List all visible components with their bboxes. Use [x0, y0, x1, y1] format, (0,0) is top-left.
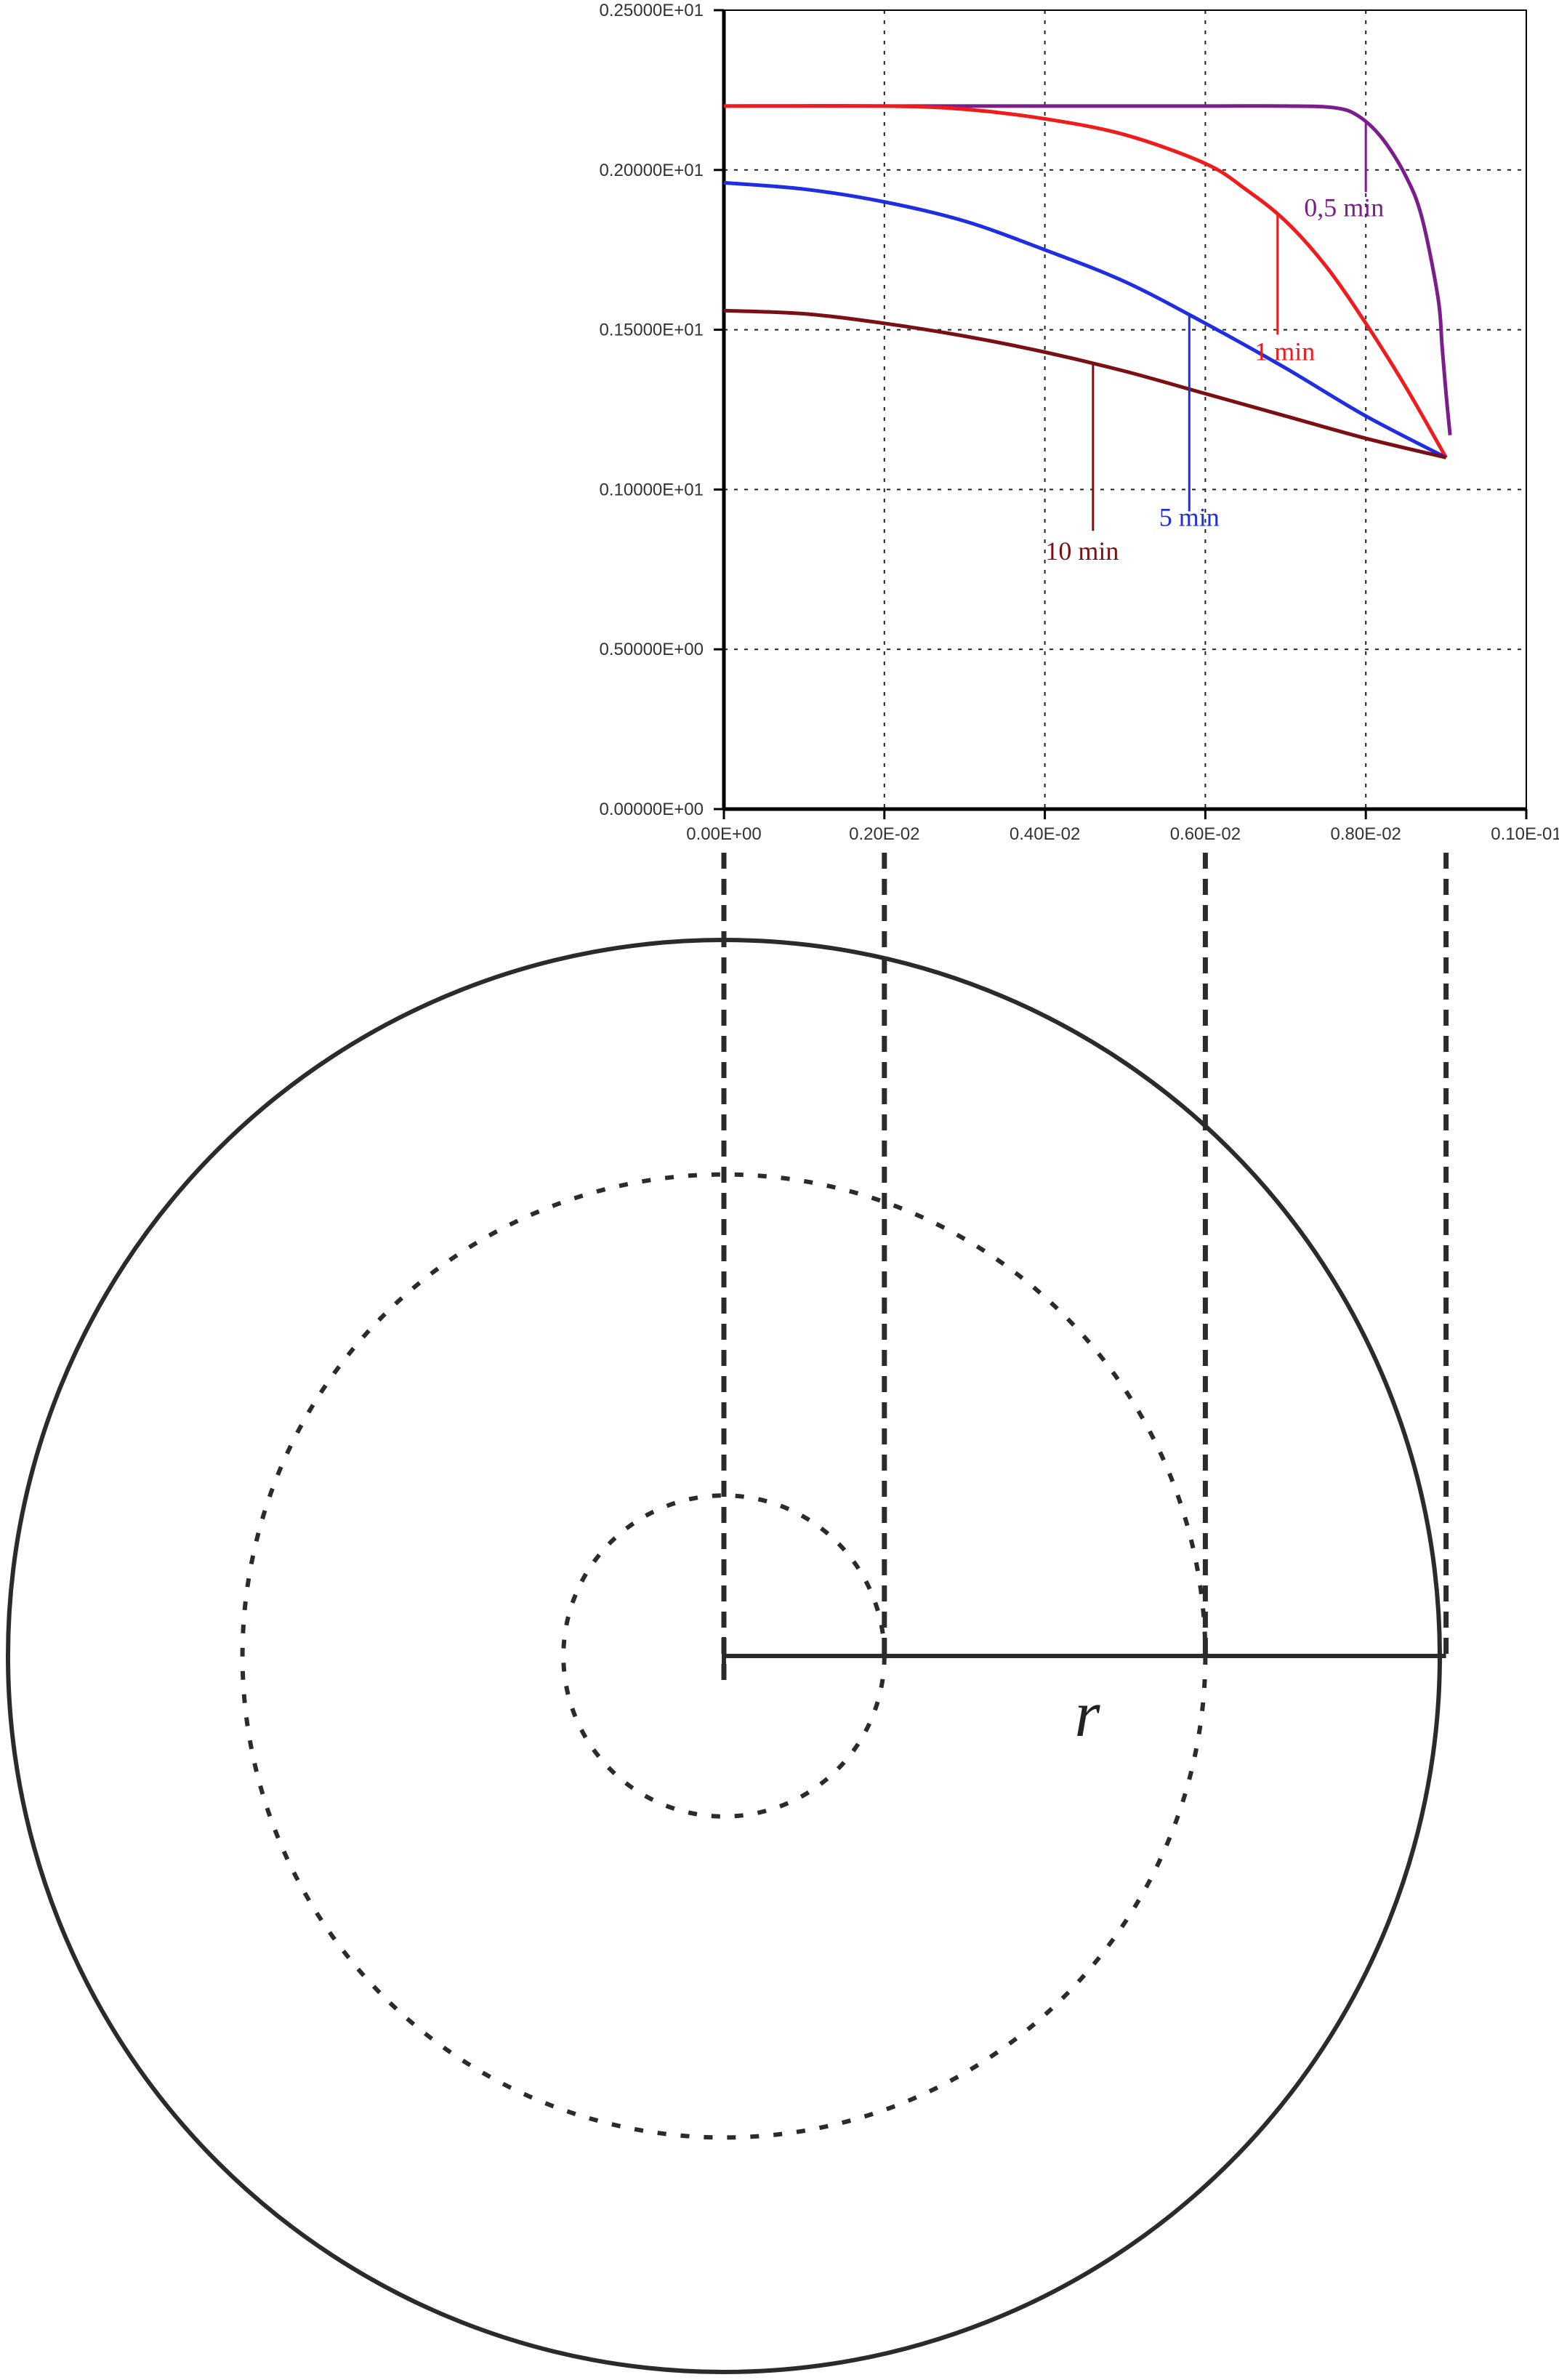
x-tick-label: 0.20E-02	[849, 824, 919, 844]
plot-frame	[723, 9, 1527, 810]
series-line-1	[723, 104, 1448, 459]
time-markers: 0,5 min 1 min 5 min 10 min	[1045, 123, 1384, 566]
chart-series	[723, 104, 1452, 459]
series-line-0	[723, 104, 1452, 435]
time-marker-label-3: 10 min	[1045, 536, 1119, 566]
x-tick-label: 0.60E-02	[1170, 824, 1241, 844]
x-tick-label: 0.80E-02	[1330, 824, 1401, 844]
radius-label: r	[1074, 1679, 1100, 1750]
time-marker-label-2: 5 min	[1159, 502, 1220, 531]
y-tick-label: 0.00000E+00	[600, 800, 704, 819]
x-tick-label: 0.40E-02	[1010, 824, 1080, 844]
y-tick-label: 0.10000E+01	[600, 480, 704, 499]
x-tick-label: 0.10E-01	[1491, 824, 1559, 844]
series-line-2	[723, 180, 1447, 459]
time-marker-label-0: 0,5 min	[1304, 193, 1384, 222]
chart-axes: 0.00E+00 0.20E-02 0.40E-02 0.60E-02 0.80E-02…	[600, 1, 1559, 844]
particle-cross-section: r	[6, 938, 1446, 2374]
time-marker-label-1: 1 min	[1254, 337, 1315, 366]
projection-lines	[721, 853, 1449, 1685]
series-line-3	[723, 308, 1447, 459]
y-tick-label: 0.15000E+01	[600, 321, 704, 340]
chart-grid	[724, 10, 1526, 809]
y-tick-label: 0.50000E+00	[600, 640, 704, 659]
y-tick-label: 0.20000E+01	[600, 161, 704, 180]
x-tick-label: 0.00E+00	[686, 824, 761, 844]
y-tick-label: 0.25000E+01	[600, 1, 704, 20]
